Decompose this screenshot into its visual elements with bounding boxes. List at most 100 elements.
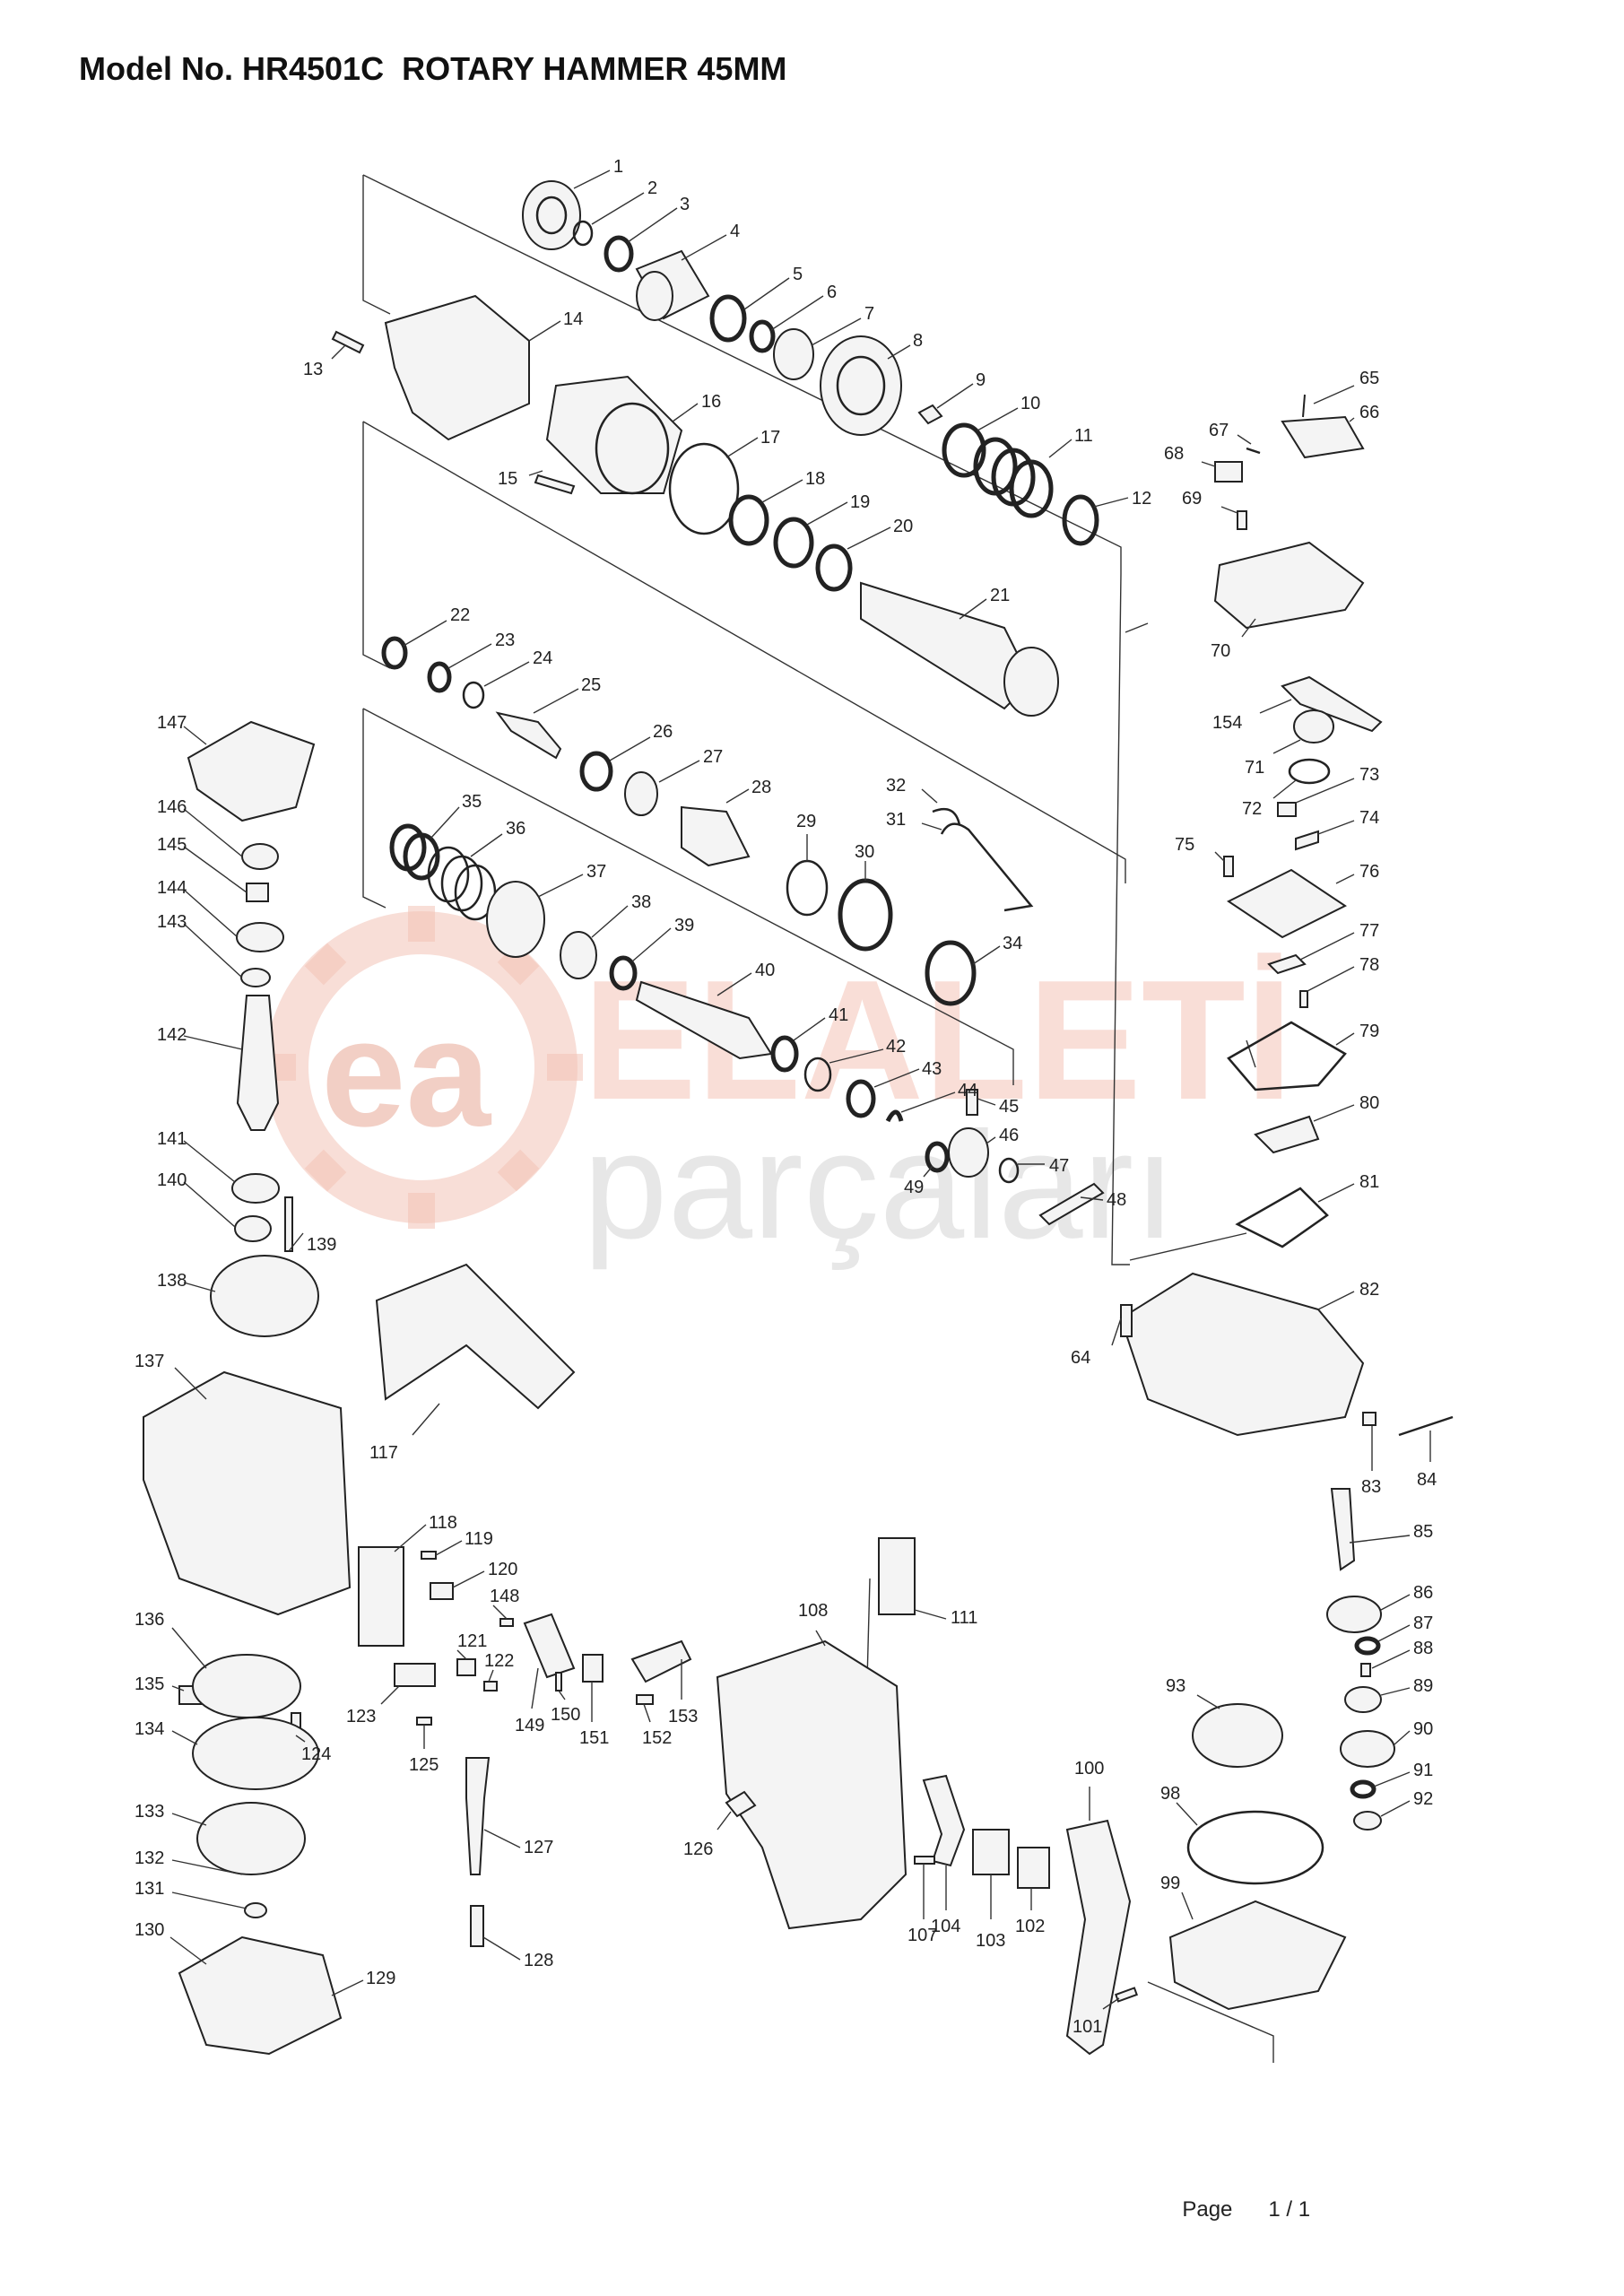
part-label-132: 132: [135, 1848, 164, 1868]
part-label-146: 146: [157, 797, 187, 817]
part-label-134: 134: [135, 1719, 164, 1739]
part-label-21: 21: [990, 586, 1010, 605]
part-label-100: 100: [1074, 1759, 1104, 1779]
part-label-47: 47: [1049, 1156, 1069, 1176]
part-label-78: 78: [1359, 955, 1379, 975]
part-sleeve-127: [465, 1757, 491, 1875]
part-label-77: 77: [1359, 921, 1379, 941]
part-button-68: [1214, 461, 1243, 483]
part-label-72: 72: [1242, 799, 1262, 819]
part-screw-139: [284, 1196, 293, 1252]
part-ring-87: [1354, 1636, 1381, 1656]
part-o-ring-17: [668, 442, 740, 535]
part-clip-121: [456, 1658, 476, 1676]
part-label-73: 73: [1359, 765, 1379, 785]
part-pin-45: [966, 1089, 978, 1116]
part-barrel-16: [545, 375, 683, 495]
part-ring-49: [925, 1141, 950, 1173]
part-label-15: 15: [498, 469, 517, 489]
part-label-66: 66: [1359, 403, 1379, 422]
part-screw-65: [1302, 394, 1306, 418]
part-bearing-141: [231, 1173, 280, 1204]
part-gear-34: [925, 940, 977, 1006]
part-cap-1: [522, 180, 581, 250]
part-switch-151: [582, 1654, 604, 1683]
part-lever-153: [630, 1639, 692, 1683]
part-label-125: 125: [409, 1755, 439, 1775]
part-bracket-80: [1254, 1115, 1320, 1154]
part-screw-107: [914, 1856, 935, 1865]
part-nut-131: [244, 1902, 267, 1918]
part-label-3: 3: [680, 195, 690, 214]
watermark-gear-logo: ea: [260, 906, 583, 1229]
part-bearing-90: [1340, 1730, 1395, 1768]
part-label-126: 126: [683, 1839, 713, 1859]
part-label-22: 22: [450, 605, 470, 625]
part-label-80: 80: [1359, 1093, 1379, 1113]
part-label-13: 13: [303, 360, 323, 379]
part-label-10: 10: [1020, 394, 1040, 413]
part-fan-133: [196, 1802, 306, 1875]
part-label-98: 98: [1160, 1784, 1180, 1804]
part-spring-67: [1246, 447, 1261, 455]
part-label-142: 142: [157, 1025, 187, 1045]
part-label-7: 7: [864, 304, 874, 324]
part-lever-77: [1267, 953, 1307, 975]
part-baffle-134: [192, 1717, 319, 1790]
part-label-85: 85: [1413, 1522, 1433, 1542]
part-wrench-154: [1281, 675, 1383, 733]
part-label-92: 92: [1413, 1789, 1433, 1809]
part-handle-housing-108: [716, 1639, 908, 1930]
part-ring-7: [773, 328, 814, 380]
part-label-88: 88: [1413, 1639, 1433, 1658]
part-label-108: 108: [798, 1601, 828, 1621]
part-terminal-120: [430, 1582, 454, 1600]
part-label-154: 154: [1212, 713, 1242, 733]
part-lever-31: [940, 822, 1034, 912]
part-label-64: 64: [1071, 1348, 1090, 1368]
part-gear-93: [1192, 1703, 1283, 1768]
part-label-20: 20: [893, 517, 913, 536]
part-sleeve-145: [246, 883, 269, 902]
part-label-141: 141: [157, 1129, 187, 1149]
part-label-69: 69: [1182, 489, 1202, 509]
part-label-6: 6: [827, 283, 837, 302]
part-label-143: 143: [157, 912, 187, 932]
part-cord-128: [470, 1905, 484, 1947]
part-washer-143: [240, 968, 271, 987]
part-bearing-144: [236, 922, 284, 952]
part-cover-130: [178, 1935, 343, 2056]
part-plate-66: [1281, 415, 1365, 459]
part-cover-99: [1168, 1900, 1347, 2011]
part-label-107: 107: [908, 1926, 937, 1945]
part-ring-140: [234, 1215, 272, 1242]
part-label-127: 127: [524, 1838, 553, 1857]
part-label-133: 133: [135, 1802, 164, 1822]
part-label-120: 120: [488, 1560, 517, 1579]
part-label-118: 118: [429, 1513, 457, 1533]
part-label-19: 19: [850, 492, 870, 512]
part-label-122: 122: [484, 1651, 514, 1671]
part-screw-148: [499, 1618, 514, 1627]
part-screw-78: [1299, 990, 1308, 1008]
part-gasket-79: [1227, 1021, 1347, 1091]
part-cover-70: [1213, 541, 1365, 630]
part-label-111: 111: [951, 1608, 977, 1628]
page-number: 1 / 1: [1268, 2197, 1311, 2222]
part-ring-5: [709, 294, 747, 343]
part-label-44: 44: [958, 1081, 977, 1100]
part-label-35: 35: [462, 792, 482, 812]
part-washer-92: [1353, 1811, 1382, 1831]
part-ring-41: [770, 1035, 799, 1073]
part-switch-102: [1017, 1847, 1050, 1889]
part-screw-119: [421, 1551, 437, 1560]
part-label-150: 150: [551, 1705, 580, 1725]
part-shapes: [143, 180, 1454, 2056]
part-label-67: 67: [1209, 421, 1229, 440]
part-label-25: 25: [581, 675, 601, 695]
part-label-43: 43: [922, 1059, 942, 1079]
part-screw-69: [1237, 510, 1247, 530]
part-cage-30: [838, 878, 893, 952]
part-o-ring-29: [786, 859, 829, 917]
part-holder-136: [192, 1654, 301, 1718]
